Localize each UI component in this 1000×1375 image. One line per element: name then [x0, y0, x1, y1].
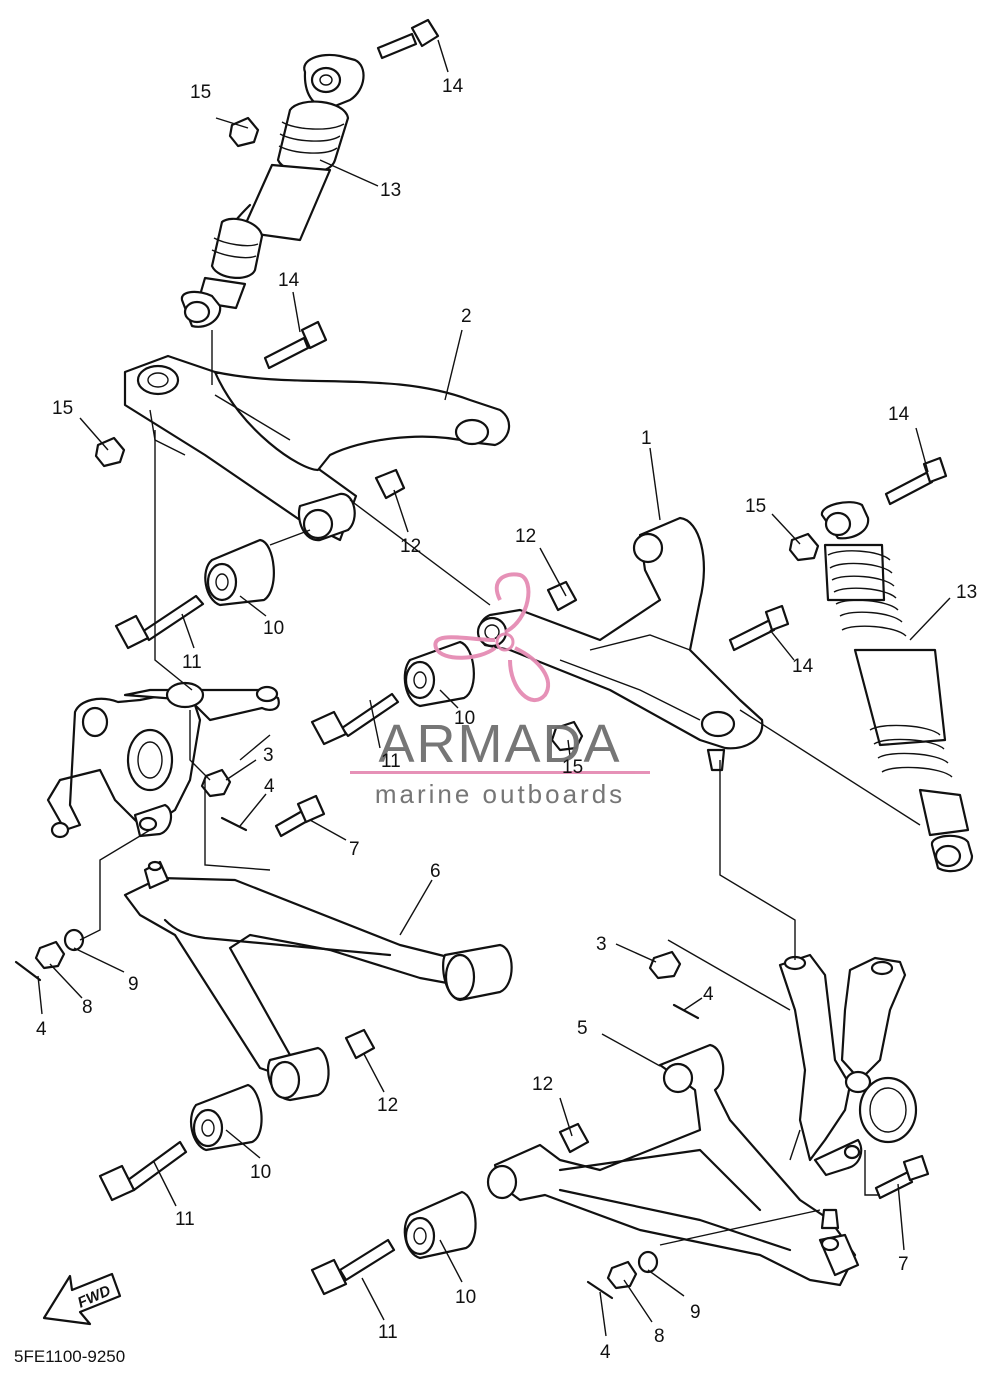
armada-propeller-icon — [433, 572, 551, 703]
bushings — [189, 538, 477, 1260]
callout-11: 11 — [378, 1322, 398, 1343]
diagram-code: 5FE1100-9250 — [14, 1347, 125, 1366]
callout-12: 12 — [400, 536, 421, 557]
upper-arm-right — [476, 516, 764, 772]
callout-14: 14 — [792, 656, 814, 677]
shock-absorber-right — [820, 501, 974, 873]
forward-arrow-icon: FWD — [42, 1272, 122, 1326]
callout-3: 3 — [263, 745, 274, 766]
callout-11: 11 — [182, 652, 202, 673]
watermark-title: ARMADA — [378, 714, 621, 774]
callout-labels: 15 14 13 14 2 15 12 10 11 3 4 7 6 9 8 4 … — [36, 76, 977, 1363]
callout-2: 2 — [461, 306, 472, 327]
callout-5: 5 — [577, 1018, 588, 1039]
callout-9: 9 — [690, 1302, 701, 1323]
steering-knuckle-left — [46, 681, 280, 839]
callout-14: 14 — [278, 270, 300, 291]
shock-absorber-left — [180, 53, 365, 328]
bolts — [98, 18, 948, 1296]
lower-arm-right — [486, 1043, 860, 1287]
callout-4: 4 — [264, 776, 275, 797]
callout-8: 8 — [82, 997, 93, 1018]
callout-8: 8 — [654, 1326, 665, 1347]
callout-4: 4 — [600, 1342, 611, 1363]
callout-12: 12 — [377, 1095, 398, 1116]
callout-13: 13 — [956, 582, 977, 603]
callout-10: 10 — [454, 708, 475, 729]
upper-arm-left — [123, 354, 511, 542]
callout-9: 9 — [128, 974, 139, 995]
callout-3: 3 — [596, 934, 607, 955]
callout-15: 15 — [562, 757, 583, 778]
callout-15: 15 — [190, 82, 211, 103]
callout-10: 10 — [455, 1287, 476, 1308]
watermark-underline — [350, 771, 650, 774]
callout-10: 10 — [250, 1162, 271, 1183]
nuts-and-washers — [14, 116, 820, 1300]
callout-6: 6 — [430, 861, 441, 882]
callout-10: 10 — [263, 618, 284, 639]
callout-13: 13 — [380, 180, 401, 201]
callout-11: 11 — [175, 1209, 195, 1230]
callout-12: 12 — [532, 1074, 553, 1095]
steering-knuckle-right — [778, 953, 918, 1177]
callout-12: 12 — [515, 526, 536, 547]
watermark: ARMADA marine outboards — [350, 572, 650, 809]
callout-15: 15 — [52, 398, 73, 419]
callout-11: 11 — [381, 751, 401, 772]
leader-lines — [37, 39, 951, 1337]
callout-4: 4 — [703, 984, 714, 1005]
lower-arm-left — [123, 860, 513, 1102]
callout-7: 7 — [898, 1254, 909, 1275]
callout-7: 7 — [349, 839, 360, 860]
callout-1: 1 — [641, 428, 652, 449]
watermark-subtitle: marine outboards — [375, 779, 625, 809]
callout-15: 15 — [745, 496, 766, 517]
callout-14: 14 — [888, 404, 910, 425]
callout-4: 4 — [36, 1019, 47, 1040]
callout-14: 14 — [442, 76, 464, 97]
